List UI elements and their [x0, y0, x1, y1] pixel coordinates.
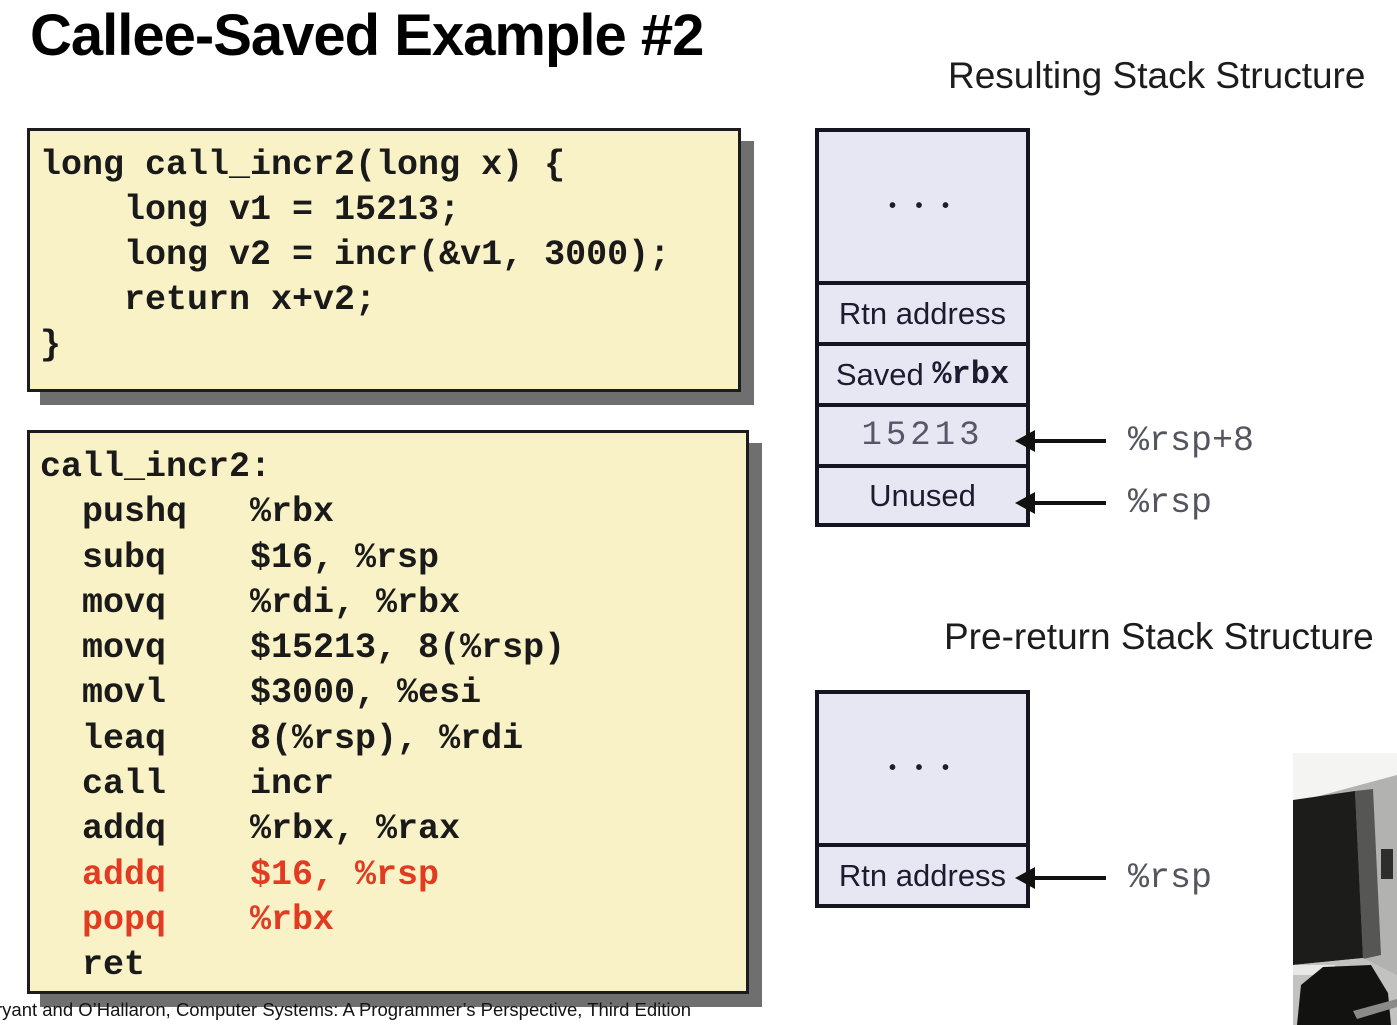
code-line: long call_incr2(long x) { — [40, 145, 566, 185]
stack-cell-label: Rtn address — [838, 295, 1007, 331]
rsp-label: %rsp — [1128, 483, 1213, 523]
left-arrow-icon — [1015, 867, 1106, 889]
resulting-stack-heading: Resulting Stack Structure — [948, 55, 1366, 96]
code-line: call incr — [40, 764, 335, 805]
wall-box — [1381, 849, 1393, 879]
c-code-box: long call_incr2(long x) { long v1 = 1521… — [27, 128, 741, 392]
lecture-video-thumbnail — [1293, 753, 1397, 1025]
left-arrow-icon — [1015, 430, 1106, 452]
code-line: popq %rbx — [40, 899, 335, 940]
rsp-label: %rsp — [1128, 858, 1213, 898]
footer-attribution: ryant and O’Hallaron, Computer Systems: … — [0, 999, 692, 1020]
stack-cell-label: Rtn address — [838, 857, 1007, 893]
stack-cell-dots: • • • — [819, 694, 1026, 843]
stack-cell-dots: • • • — [819, 132, 1026, 281]
stack-cell-label: • • • — [888, 757, 957, 779]
code-line: long v2 = incr(&v1, 3000); — [40, 235, 671, 275]
code-line: leaq 8(%rsp), %rdi — [40, 718, 524, 759]
code-line: ret — [40, 945, 146, 986]
code-line: addq $16, %rsp — [40, 854, 440, 895]
code-line: } — [40, 325, 62, 365]
code-line: return x+v2; — [40, 280, 377, 320]
stack-cell-label: • • • — [888, 195, 957, 217]
code-line: long v1 = 15213; — [40, 190, 461, 230]
code-line: movq $15213, 8(%rsp) — [40, 628, 566, 669]
code-line: call_incr2: — [40, 447, 272, 487]
stack-cell-unused: Unused — [819, 468, 1026, 523]
prereturn-stack-diagram: • • • Rtn address — [815, 690, 1030, 908]
prereturn-stack-heading: Pre-return Stack Structure — [944, 616, 1374, 657]
classroom-scene — [1293, 753, 1397, 1025]
stack-cell-label: Unused — [869, 477, 976, 513]
stack-cell-saved-rbx: Saved %rbx — [819, 346, 1026, 403]
stack-cell-rtn-address: Rtn address — [819, 285, 1026, 342]
rsp-plus8-label: %rsp+8 — [1128, 421, 1255, 461]
stack-cell-15213: 15213 — [819, 407, 1026, 464]
code-line: movq %rdi, %rbx — [40, 582, 461, 623]
code-line: addq %rbx, %rax — [40, 809, 461, 850]
projector-screen — [1293, 791, 1363, 965]
left-arrow-icon — [1015, 492, 1106, 514]
code-line: subq $16, %rsp — [40, 537, 440, 578]
register-name: %rbx — [932, 356, 1010, 393]
code-line: pushq %rbx — [40, 492, 335, 533]
asm-code-box: call_incr2: pushq %rbx subq $16, %rsp mo… — [27, 430, 749, 994]
ceiling — [1293, 753, 1397, 803]
slide-title: Callee-Saved Example #2 — [30, 3, 704, 68]
stack-cell-label: Saved — [835, 356, 933, 392]
code-line: movl $3000, %esi — [40, 673, 482, 714]
resulting-stack-diagram: • • • Rtn address Saved %rbx 15213 Unuse… — [815, 128, 1030, 527]
stack-cell-rtn-address: Rtn address — [819, 847, 1026, 904]
stack-cell-label: 15213 — [861, 416, 984, 455]
